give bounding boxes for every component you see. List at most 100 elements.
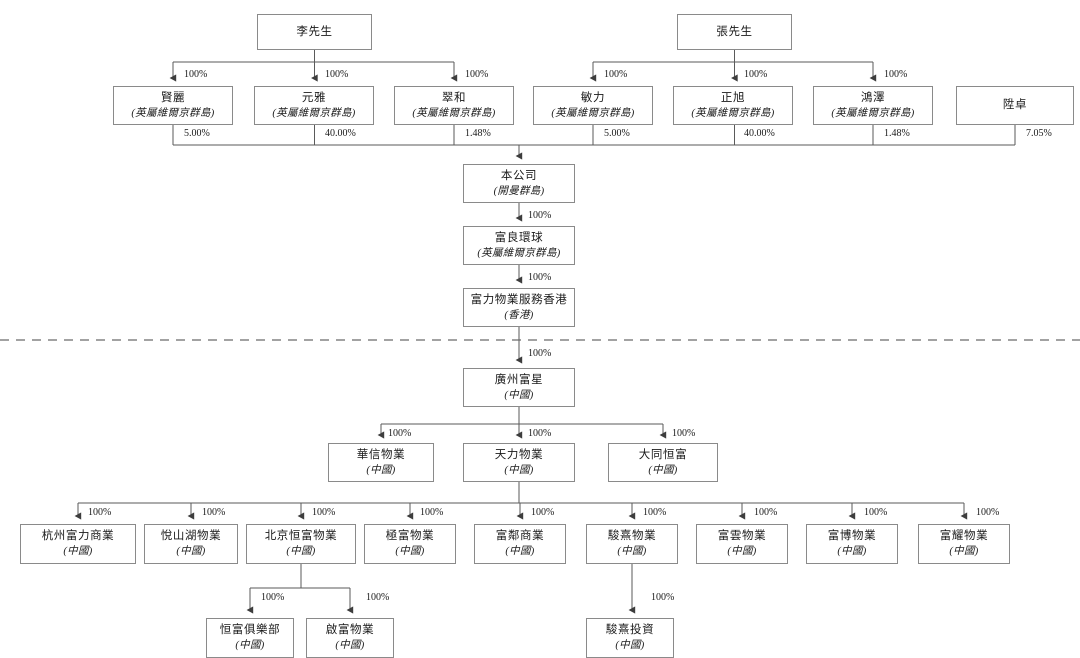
ownership-percent-label: 100% — [325, 69, 349, 80]
node-name-yuanya: 元雅 — [301, 91, 327, 104]
node-name-junxitz: 駿熹投資 — [605, 624, 655, 637]
node-name-yueshanhu: 悅山湖物業 — [160, 530, 222, 543]
ownership-percent-label: 100% — [672, 428, 696, 439]
node-box-huaxin[interactable]: 華信物業 (中國) — [328, 443, 434, 482]
node-box-shengzhuo[interactable]: 陞卓 — [956, 86, 1074, 125]
ownership-percent-label: 100% — [531, 507, 555, 518]
node-jurisdiction-fuyun: (中國) — [727, 546, 757, 558]
node-box-jifu[interactable]: 極富物業 (中國) — [364, 524, 456, 564]
ownership-percent-label: 100% — [465, 69, 489, 80]
node-name-cuihe: 翠和 — [441, 91, 467, 104]
ownership-percent-label: 5.00% — [184, 128, 210, 139]
ownership-percent-label: 100% — [864, 507, 888, 518]
node-box-fuyao[interactable]: 富耀物業(中國) — [918, 524, 1010, 564]
node-jurisdiction-hongze: (英屬維爾京群島) — [831, 107, 915, 119]
ownership-percent-label: 100% — [528, 272, 552, 283]
node-name-fuyao: 富耀物業 — [939, 530, 989, 543]
node-box-xianli[interactable]: 賢麗 (英屬維爾京群島) — [113, 86, 233, 125]
ownership-percent-label: 100% — [528, 210, 552, 221]
node-name-li: 李先生 — [296, 25, 333, 38]
node-box-li[interactable]: 李先生 — [257, 14, 372, 50]
node-name-junxi: 駿熹物業 — [607, 530, 657, 543]
node-name-zhengxu: 正旭 — [720, 91, 746, 104]
ownership-percent-label: 100% — [976, 507, 1000, 518]
node-name-huaxin: 華信物業 — [356, 448, 406, 461]
node-jurisdiction-jifu: (中國) — [395, 546, 425, 558]
ownership-percent-label: 100% — [261, 592, 285, 603]
ownership-percent-label: 100% — [202, 507, 226, 518]
node-box-fulin[interactable]: 富鄰商業(中國) — [474, 524, 566, 564]
node-box-company[interactable]: 本公司(開曼群島) — [463, 164, 575, 203]
ownership-percent-label: 100% — [604, 69, 628, 80]
node-jurisdiction-datong: (中國) — [648, 464, 678, 476]
node-box-cuihe[interactable]: 翠和 (英屬維爾京群島) — [394, 86, 514, 125]
node-jurisdiction-yuanya: (英屬維爾京群島) — [272, 107, 356, 119]
node-name-hongze: 鴻澤 — [860, 91, 886, 104]
node-jurisdiction-zhengxu: (英屬維爾京群島) — [691, 107, 775, 119]
node-box-fuyun[interactable]: 富雲物業 (中國) — [696, 524, 788, 564]
node-name-fulihk: 富力物業服務香港 — [470, 293, 568, 306]
node-jurisdiction-junxitz: (中國) — [615, 640, 645, 652]
node-box-bjhengfu[interactable]: 北京恒富物業 (中國) — [246, 524, 356, 564]
ownership-percent-label: 100% — [651, 592, 675, 603]
node-box-fubo[interactable]: 富博物業(中國) — [806, 524, 898, 564]
node-box-fulihk[interactable]: 富力物業服務香港 (香港) — [463, 288, 575, 327]
node-name-shengzhuo: 陞卓 — [1002, 99, 1028, 112]
node-box-hongze[interactable]: 鴻澤 (英屬維爾京群島) — [813, 86, 933, 125]
node-name-gzfuxing: 廣州富星 — [494, 373, 544, 386]
ownership-percent-label: 100% — [528, 428, 552, 439]
ownership-percent-label: 100% — [366, 592, 390, 603]
ownership-percent-label: 100% — [88, 507, 112, 518]
ownership-percent-label: 100% — [754, 507, 778, 518]
node-name-zhang: 張先生 — [716, 25, 753, 38]
node-jurisdiction-hzfuli: (中國) — [63, 546, 93, 558]
node-box-zhang[interactable]: 張先生 — [677, 14, 792, 50]
node-box-junxi[interactable]: 駿熹物業 (中國) — [586, 524, 678, 564]
node-box-yuanya[interactable]: 元雅 (英屬維爾京群島) — [254, 86, 374, 125]
ownership-percent-label: 100% — [420, 507, 444, 518]
ownership-percent-label: 100% — [744, 69, 768, 80]
node-name-tianli: 天力物業 — [494, 448, 544, 461]
node-name-hengfuclub: 恒富俱樂部 — [219, 624, 281, 637]
node-jurisdiction-yueshanhu: (中國) — [176, 546, 206, 558]
node-jurisdiction-cuihe: (英屬維爾京群島) — [412, 107, 496, 119]
node-box-datong[interactable]: 大同恒富 (中國) — [608, 443, 718, 482]
node-jurisdiction-tianli: (中國) — [504, 464, 534, 476]
node-box-qifu[interactable]: 啟富物業 (中國) — [306, 618, 394, 658]
ownership-percent-label: 5.00% — [604, 128, 630, 139]
node-name-datong: 大同恒富 — [638, 448, 688, 461]
ownership-percent-label: 100% — [312, 507, 336, 518]
node-jurisdiction-huaxin: (中國) — [366, 464, 396, 476]
node-jurisdiction-hengfuclub: (中國) — [235, 640, 265, 652]
node-box-tianli[interactable]: 天力物業 (中國) — [463, 443, 575, 482]
ownership-percent-label: 1.48% — [884, 128, 910, 139]
node-name-jifu: 極富物業 — [385, 530, 435, 543]
node-box-minli[interactable]: 敏力 (英屬維爾京群島) — [533, 86, 653, 125]
node-box-gzfuxing[interactable]: 廣州富星 (中國) — [463, 368, 575, 407]
node-jurisdiction-gzfuxing: (中國) — [504, 389, 534, 401]
node-name-fuyun: 富雲物業 — [717, 530, 767, 543]
node-box-hengfuclub[interactable]: 恒富俱樂部 (中國) — [206, 618, 294, 658]
ownership-percent-label: 100% — [388, 428, 412, 439]
node-name-minli: 敏力 — [580, 91, 606, 104]
node-box-yueshanhu[interactable]: 悅山湖物業 (中國) — [144, 524, 238, 564]
ownership-percent-label: 100% — [184, 69, 208, 80]
node-jurisdiction-bjhengfu: (中國) — [286, 546, 316, 558]
node-jurisdiction-fulihk: (香港) — [504, 309, 534, 321]
node-jurisdiction-fubo: (中國) — [837, 546, 867, 558]
node-jurisdiction-fulin: (中國) — [505, 546, 535, 558]
ownership-percent-label: 100% — [528, 348, 552, 359]
node-jurisdiction-junxi: (中國) — [617, 546, 647, 558]
node-name-xianli: 賢麗 — [160, 91, 186, 104]
node-box-hzfuli[interactable]: 杭州富力商業(中國) — [20, 524, 136, 564]
node-name-qifu: 啟富物業 — [325, 624, 375, 637]
node-box-junxitz[interactable]: 駿熹投資 (中國) — [586, 618, 674, 658]
node-jurisdiction-xianli: (英屬維爾京群島) — [131, 107, 215, 119]
node-jurisdiction-minli: (英屬維爾京群島) — [551, 107, 635, 119]
node-name-bjhengfu: 北京恒富物業 — [264, 530, 338, 543]
node-jurisdiction-qifu: (中國) — [335, 640, 365, 652]
node-box-zhengxu[interactable]: 正旭 (英屬維爾京群島) — [673, 86, 793, 125]
ownership-percent-label: 40.00% — [744, 128, 775, 139]
node-box-fuliang[interactable]: 富良環球(英屬維爾京群島) — [463, 226, 575, 265]
